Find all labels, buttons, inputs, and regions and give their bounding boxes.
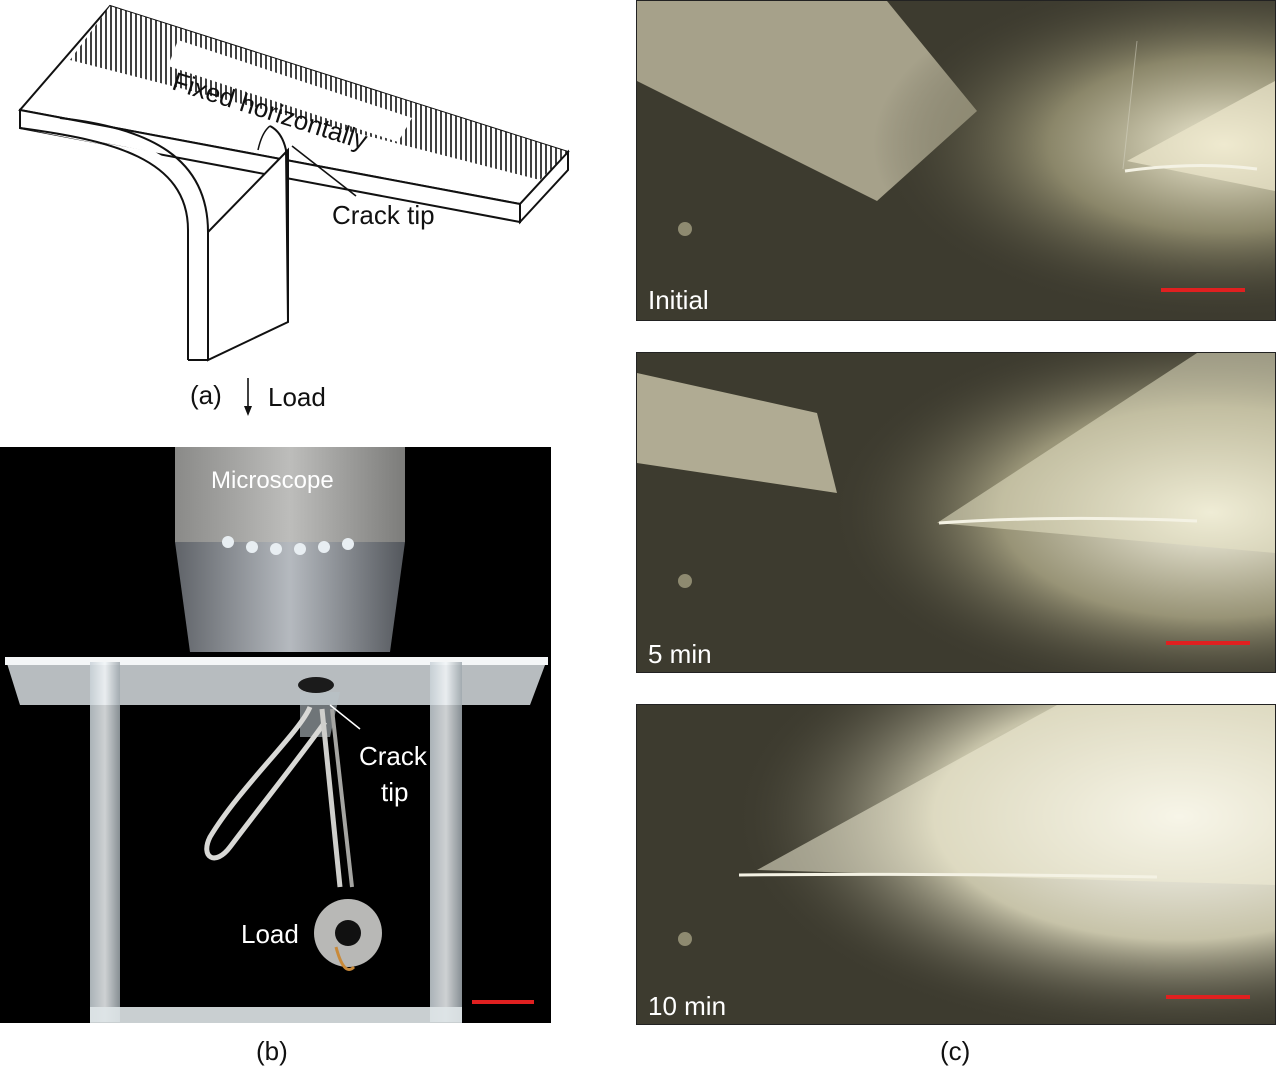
specimen-schematic <box>18 4 570 416</box>
frame-10min-label: 10 min <box>648 991 727 1021</box>
frame-initial: Initial <box>636 0 1276 321</box>
load-label-b: Load <box>241 919 299 949</box>
scale-bar-b <box>472 1000 534 1004</box>
panel-a-caption: (a) <box>190 380 222 410</box>
microscope-label: Microscope <box>211 467 334 494</box>
crack-label-b-line2: tip <box>381 777 409 807</box>
frame-10min: 10 min <box>636 704 1276 1025</box>
scale-bar-initial <box>1161 288 1245 292</box>
frame-5min: 5 min <box>636 352 1276 673</box>
panel-a: Fixed horizontally Crack tip (a) Load <box>0 0 600 430</box>
crack-label-b-line1: Crack <box>359 741 427 771</box>
panel-c-caption: (c) <box>940 1036 971 1066</box>
crack-tip-leader <box>291 145 357 197</box>
scale-bar-10min <box>1166 995 1250 999</box>
panel-b-caption: (b) <box>256 1036 288 1066</box>
setup-photo: Microscope Crack tip Load <box>0 447 551 1023</box>
frame-5min-label: 5 min <box>648 639 712 669</box>
frame-initial-label: Initial <box>648 285 709 315</box>
load-label-a: Load <box>268 382 326 412</box>
crack-tip-label-a: Crack tip <box>332 200 435 230</box>
scale-bar-5min <box>1166 641 1250 645</box>
